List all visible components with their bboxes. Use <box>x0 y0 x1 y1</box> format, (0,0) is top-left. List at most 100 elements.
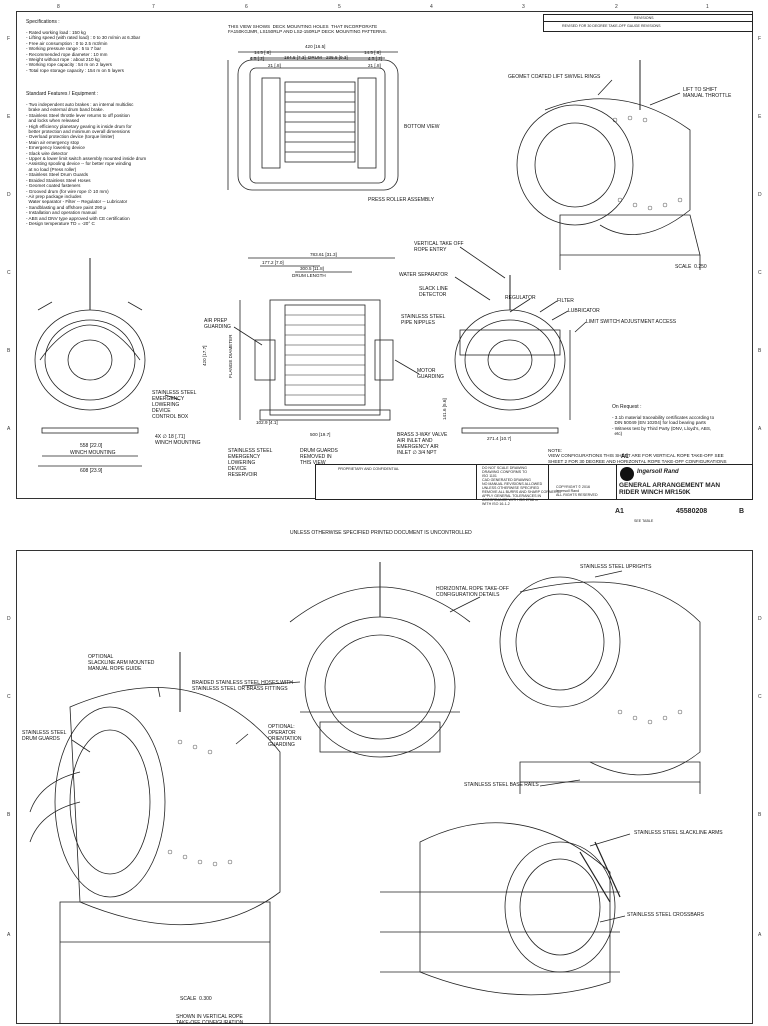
zone-label: 3 <box>522 4 525 10</box>
dim-label: 102.9 [4.1] <box>256 420 278 425</box>
feature-item: - Emergency lowering device <box>26 145 85 151</box>
revision-block: REVISIONS REVISED FOR 30 DEGREE TAKE-OFF… <box>543 14 753 32</box>
title-block: PROPRIETARY AND CONFIDENTIAL DO NOT SCAL… <box>315 454 753 506</box>
winch-mounting-label: WINCH MOUNTING <box>70 450 116 456</box>
zone-label: D <box>758 192 762 198</box>
spec-item: - Rated working load : 150 kg <box>26 30 86 35</box>
motor-guarding-callout: MOTOR GUARDING <box>417 368 444 380</box>
dim-label: 271.4 [10.7] <box>487 436 512 441</box>
zone-label: F <box>7 36 11 42</box>
dim-label: FLANGE DIAMETER <box>228 334 233 378</box>
feature-item: - Air prep package includes <box>26 193 82 199</box>
revision-letter: B <box>739 508 745 515</box>
feature-item: - Assisting spooling device -- for bette… <box>26 161 132 167</box>
dim-label: 21 [.8] <box>368 63 381 68</box>
sheet-1: 8 7 6 5 4 3 2 1 F E D C B A F E D C B A … <box>0 0 768 523</box>
spec-item: - Lifting speed (with rated load) : 0 to… <box>26 35 141 41</box>
proprietary-text: PROPRIETARY AND CONFIDENTIAL <box>338 467 400 471</box>
spec-item: - Working pressure range : 5 to 7 bar <box>26 46 101 52</box>
specifications-title: Specifications : <box>26 19 60 25</box>
water-separator-callout: WATER SEPARATOR <box>399 272 448 278</box>
winch-mounting-holes: 4X ∅ 18 [.71] WINCH MOUNTING <box>155 434 201 446</box>
spec-item: - Free air consumption : 0 to 2.5 m3/min <box>26 40 108 46</box>
doc-number: 45580208 <box>676 508 708 515</box>
dim-label: 177.2 [7.0] <box>262 260 284 265</box>
dim-label: 420 [17.7] <box>202 345 207 366</box>
feature-item: Water separator - Filter -- Regulator --… <box>26 199 128 205</box>
zone-label: C <box>758 270 762 276</box>
slackline-arms-callout: STAINLESS STEEL SLACKLINE ARMS <box>634 830 723 836</box>
zone-label: A <box>758 932 762 938</box>
dim-label: 500 [19.7] <box>310 432 331 437</box>
drawing-title: GENERAL ARRANGEMENT MAN RIDER WINCH MR15… <box>619 482 721 496</box>
feature-item: and locks when released <box>26 118 80 124</box>
zone-label: 4 <box>430 4 433 10</box>
feature-item: - Sandblasting and offshore paint 290 µ <box>26 204 107 210</box>
slackline-arm-callout: OPTIONAL SLACKLINE ARM MOUNTED MANUAL RO… <box>88 654 155 672</box>
drum-guards-callout: STAINLESS STEEL DRUM GUARDS <box>22 730 67 742</box>
spec-item: - Recommended rope diameter : 10 mm <box>26 51 108 57</box>
regulator-callout: REGULATOR <box>505 295 536 301</box>
sheet-1-drawings <box>34 51 701 467</box>
emergency-box-callout: STAINLESS STEEL EMERGENCY LOWERING DEVIC… <box>152 390 197 420</box>
zone-label: 8 <box>57 4 60 10</box>
shown-config-callout: SHOWN IN VERTICAL ROPE TAKE-OFF CONFIGUR… <box>176 1014 244 1026</box>
pipe-nipples-callout: STAINLESS STEEL PIPE NIPPLES <box>401 314 446 326</box>
zone-label: B <box>758 812 762 818</box>
spec-item: - Working rope capacity : 54 m on 2 laye… <box>26 62 112 68</box>
zone-label: 5 <box>338 4 341 10</box>
press-roller-callout: PRESS ROLLER ASSEMBLY <box>368 197 435 203</box>
brand-name: Ingersoll Rand <box>637 469 679 475</box>
dim-label: 608 [23.9] <box>80 468 103 474</box>
vertical-takeoff-callout: VERTICAL TAKE OFF ROPE ENTRY <box>414 241 464 253</box>
feature-item: - Overload protection device (torque lim… <box>26 134 115 140</box>
copyright: COPYRIGHT © 2016 Ingersoll Rand ALL RIGH… <box>556 485 598 497</box>
zone-label: 6 <box>245 4 248 10</box>
feature-item: - High efficiency planetary gearing is i… <box>26 123 132 129</box>
feature-item: - Stainless Steel throttle lever returns… <box>26 112 130 118</box>
dim-label: 783.61 [31.3] <box>310 252 337 257</box>
dim-label: 21 [.8] <box>268 63 281 68</box>
air-prep-callout: AIR PREP GUARDING <box>204 318 231 330</box>
slack-line-callout: SLACK LINE DETECTOR <box>419 286 448 298</box>
zone-label: A <box>758 426 762 432</box>
dim-label: 558 [22.0] <box>80 443 103 449</box>
zone-label: B <box>758 348 762 354</box>
feature-item: - Slack wire detector <box>26 150 68 156</box>
lift-throttle-callout: LIFT TO SHIFT MANUAL THROTTLE <box>683 87 732 99</box>
zone-label: A <box>7 426 11 432</box>
brass-valve-callout: BRASS 3-WAY VALVE AIR INLET AND EMERGENC… <box>397 432 448 456</box>
zone-label: 2 <box>615 4 618 10</box>
zone-label: C <box>7 694 11 700</box>
uncontrolled-notice: UNLESS OTHERWISE SPECIFIED PRINTED DOCUM… <box>290 530 472 536</box>
zone-label: 1 <box>706 4 709 10</box>
feature-item: - Design temperature TD = -20° C <box>26 220 95 226</box>
on-request-title: On Request : <box>612 404 642 410</box>
specifications-list: - Rated working load : 150 kg - Lifting … <box>26 30 140 73</box>
zone-label: C <box>758 694 762 700</box>
features-title: Standard Features / Equipment : <box>26 91 99 97</box>
limit-switch-callout: LIMIT SWITCH ADJUSTMENT ACCESS <box>586 319 677 325</box>
base-rails-callout: STAINLESS STEEL BASE RAILS <box>464 782 539 788</box>
zone-label: C <box>7 270 11 276</box>
zone-label: E <box>7 114 11 120</box>
note-text: NOTE: VIEW CONFIGURATIONS THIS SHEET ARE… <box>548 448 727 464</box>
dim-label: DRUM <box>308 55 322 60</box>
spec-item: - Total rope storage capacity : 154 m on… <box>26 67 124 73</box>
spec-item: - Weight without rope : about 210 kg <box>26 57 100 63</box>
zone-label: 7 <box>152 4 155 10</box>
zone-label: F <box>758 36 762 42</box>
revision-row: REVISED FOR 30 DEGREE TAKE-OFF GAUGE REV… <box>562 24 661 28</box>
feature-item: - Braided Stainless Steel Hoses <box>26 177 91 183</box>
feature-item: - Grooved drum (for wire rope ∅ 10 mm) <box>26 188 109 194</box>
dim-label: 420 [16.5] <box>305 44 326 49</box>
zone-label: B <box>7 348 11 354</box>
feature-item: - Installation and operation manual <box>26 210 97 216</box>
zone-label: A <box>7 932 11 938</box>
drum-guards-removed-callout: DRUM GUARDS REMOVED IN THIS VIEW <box>300 448 338 466</box>
do-not-scale: DO NOT SCALE DRAWING DRAWING CONFORMS TO… <box>482 466 543 486</box>
bottom-view-label: BOTTOM VIEW <box>404 124 440 130</box>
zone-label: D <box>758 616 762 622</box>
horizontal-config-callout: HORIZONTAL ROPE TAKE-OFF CONFIGURATION D… <box>436 586 509 598</box>
on-request-list: - 3.1b material traceability certificate… <box>612 415 714 437</box>
